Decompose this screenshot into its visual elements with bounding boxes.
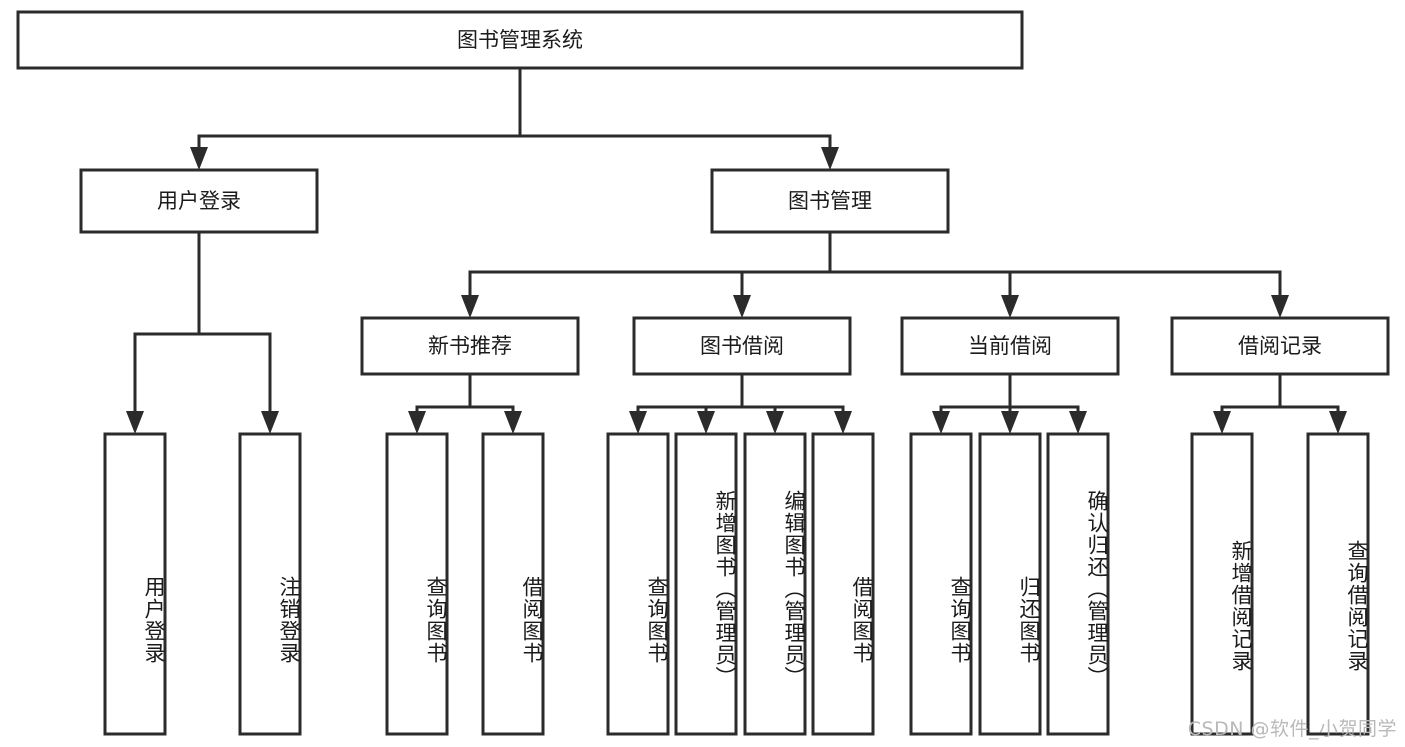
- node-book-borrow-box[interactable]: [632, 316, 852, 376]
- node-book-manage[interactable]: 图书管理: [710, 168, 950, 234]
- node-borrow-record-label: 借阅记录: [1238, 334, 1322, 358]
- leaf-box-query-record[interactable]: [1306, 432, 1370, 736]
- arrow-br-to-leaf2: [1329, 411, 1347, 434]
- edges-book-borrow-to-leaves: [629, 372, 852, 434]
- leaf-box-query-book-3[interactable]: [909, 432, 973, 736]
- arrow-bb-to-leaf4: [834, 411, 852, 434]
- leaf-box-user-login[interactable]: [103, 432, 167, 736]
- arrow-bb-to-leaf1: [629, 411, 647, 434]
- edges-book-manage-to-level3: [461, 230, 1289, 318]
- node-new-book-rec-box[interactable]: [360, 316, 580, 376]
- node-book-manage-box[interactable]: [710, 168, 950, 234]
- leaf-box-query-book-1[interactable]: [385, 432, 449, 736]
- node-current-borrow-label: 当前借阅: [968, 334, 1052, 358]
- arrow-bm-to-current-borrow: [1001, 295, 1019, 318]
- node-book-manage-label: 图书管理: [788, 189, 872, 213]
- arrow-bb-to-leaf2: [697, 411, 715, 434]
- leaf-box-borrow-book-1[interactable]: [481, 432, 545, 736]
- arrow-bm-to-new-book-rec: [461, 295, 479, 318]
- node-user-login-label: 用户登录: [157, 189, 241, 213]
- node-new-book-rec[interactable]: 新书推荐: [360, 316, 580, 376]
- node-borrow-record[interactable]: 借阅记录: [1170, 316, 1390, 376]
- leaf-box-query-book-2[interactable]: [606, 432, 670, 736]
- arrow-root-to-book-manage: [821, 147, 839, 170]
- edges-borrow-record-to-leaves: [1213, 372, 1347, 434]
- leaf-box-return-book[interactable]: [978, 432, 1042, 736]
- csdn-watermark: CSDN @软件_小贺同学: [1187, 718, 1397, 740]
- leaf-box-edit-book[interactable]: [743, 432, 807, 736]
- node-root-label: 图书管理系统: [457, 28, 583, 52]
- edges-new-book-rec-to-leaves: [408, 372, 522, 434]
- arrow-cb-to-leaf2: [1001, 411, 1019, 434]
- leaf-box-add-record[interactable]: [1190, 432, 1254, 736]
- node-book-borrow-label: 图书借阅: [700, 334, 784, 358]
- node-borrow-record-box[interactable]: [1170, 316, 1390, 376]
- arrow-user-login-to-leaf2: [261, 411, 279, 434]
- leaf-boxes: [103, 432, 1370, 736]
- arrow-bm-to-borrow-record: [1271, 295, 1289, 318]
- leaf-box-add-book[interactable]: [674, 432, 738, 736]
- arrow-root-to-user-login: [190, 147, 208, 170]
- arrow-bb-to-leaf3: [766, 411, 784, 434]
- node-current-borrow[interactable]: 当前借阅: [900, 316, 1120, 376]
- node-user-login-box[interactable]: [79, 168, 319, 234]
- arrow-user-login-to-leaf1: [126, 411, 144, 434]
- leaf-box-confirm-return[interactable]: [1046, 432, 1110, 736]
- edges-root-to-level2: [190, 66, 839, 170]
- arrow-bm-to-book-borrow: [733, 295, 751, 318]
- node-book-borrow[interactable]: 图书借阅: [632, 316, 852, 376]
- node-root[interactable]: 图书管理系统: [16, 10, 1024, 70]
- node-current-borrow-box[interactable]: [900, 316, 1120, 376]
- node-root-box[interactable]: [16, 10, 1024, 70]
- arrow-br-to-leaf1: [1213, 411, 1231, 434]
- leaf-box-borrow-book-2[interactable]: [811, 432, 875, 736]
- arrow-cb-to-leaf3: [1069, 411, 1087, 434]
- arrow-nbr-to-leaf1: [408, 411, 426, 434]
- leaf-box-user-logout[interactable]: [238, 432, 302, 736]
- node-new-book-rec-label: 新书推荐: [428, 334, 512, 358]
- edges-user-login-to-leaves: [126, 230, 279, 434]
- edges-current-borrow-to-leaves: [932, 372, 1087, 434]
- arrow-nbr-to-leaf2: [504, 411, 522, 434]
- arrow-cb-to-leaf1: [932, 411, 950, 434]
- node-user-login[interactable]: 用户登录: [79, 168, 319, 234]
